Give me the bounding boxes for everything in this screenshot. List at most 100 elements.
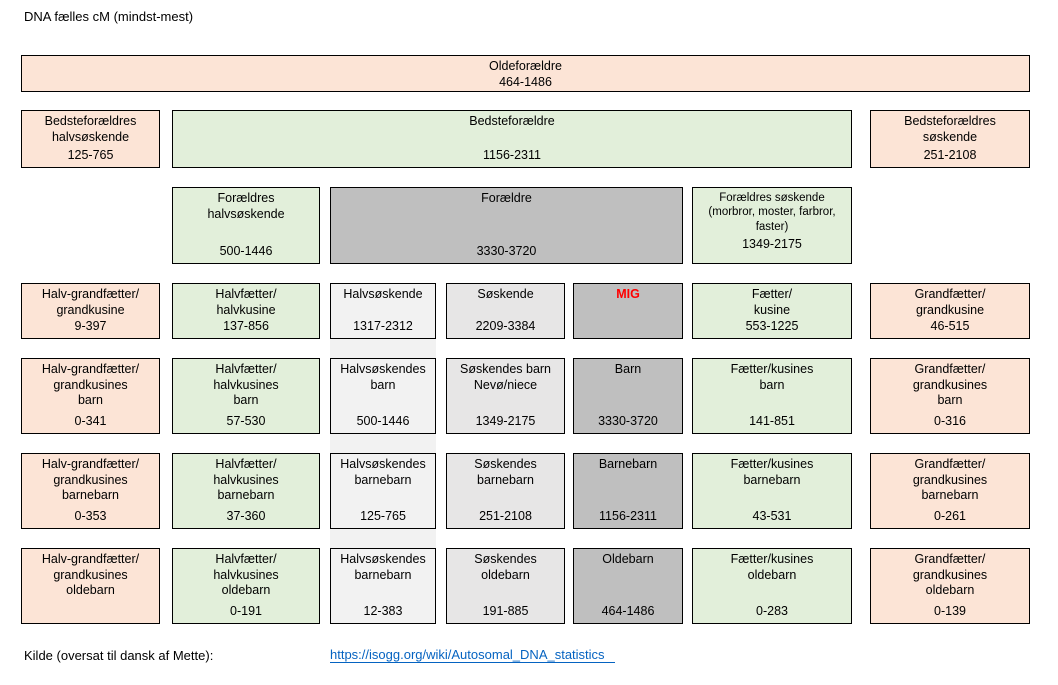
box-label: Grandfætter/ grandkusine	[914, 287, 986, 317]
box-label: Grandfætter/ grandkusines barnebarn	[912, 457, 988, 503]
box-range: 125-765	[67, 148, 114, 163]
box-grandfaetter-grandkusines-barnebarn: Grandfætter/ grandkusines barnebarn 0-26…	[870, 453, 1030, 529]
box-label: Søskende	[477, 287, 534, 301]
box-range: 500-1446	[219, 244, 273, 259]
box-range: 0-139	[934, 604, 966, 619]
box-range: 12-383	[363, 604, 403, 619]
box-foraeldres-halvsoeskende: Forældres halvsøskende 500-1446	[172, 187, 320, 264]
box-label: Bedsteforældres halvsøskende	[44, 114, 137, 144]
box-range: 1156-2311	[483, 148, 541, 163]
box-range: 553-1225	[745, 319, 799, 334]
box-faetter-kusines-oldebarn: Fætter/kusines oldebarn 0-283	[692, 548, 852, 624]
box-soeskendes-barn: Søskendes barn Nevø/niece 1349-2175	[446, 358, 565, 434]
box-label: Halv-grandfætter/ grandkusine	[41, 287, 140, 317]
box-label: Søskendes oldebarn	[474, 552, 537, 582]
box-range: 0-191	[230, 604, 262, 619]
box-soeskendes-barnebarn: Søskendes barnebarn 251-2108	[446, 453, 565, 529]
box-label: MIG	[616, 287, 640, 301]
box-range: 251-2108	[923, 148, 977, 163]
box-halv-grandfaetter-grandkusine: Halv-grandfætter/ grandkusine 9-397	[21, 283, 160, 339]
box-range: 0-316	[934, 414, 966, 429]
box-soeskende: Søskende 2209-3384	[446, 283, 565, 339]
box-label: Halvsøskendes barn	[340, 362, 426, 392]
box-faetter-kusines-barnebarn: Fætter/kusines barnebarn 43-531	[692, 453, 852, 529]
box-label: Oldebarn	[602, 552, 654, 566]
source-link[interactable]: https://isogg.org/wiki/Autosomal_DNA_sta…	[330, 647, 615, 663]
box-range: 125-765	[360, 509, 406, 524]
box-range: 1349-2175	[475, 414, 536, 429]
box-range: 43-531	[752, 509, 792, 524]
page-title: DNA fælles cM (mindst-mest)	[24, 9, 194, 24]
box-grandfaetter-grandkusine: Grandfætter/ grandkusine 46-515	[870, 283, 1030, 339]
box-halvfaetter-halvkusines-oldebarn: Halvfætter/ halvkusines oldebarn 0-191	[172, 548, 320, 624]
box-label: Bedsteforældres søskende	[904, 114, 996, 144]
box-range: 9-397	[74, 319, 107, 334]
box-grandfaetter-grandkusines-oldebarn: Grandfætter/ grandkusines oldebarn 0-139	[870, 548, 1030, 624]
box-label: Halvsøskendes barnebarn	[340, 457, 426, 487]
box-faetter-kusines-barn: Fætter/kusines barn 141-851	[692, 358, 852, 434]
box-halvsoeskende: Halvsøskende 1317-2312	[330, 283, 436, 339]
box-range: 137-856	[223, 319, 269, 334]
source-label: Kilde (oversat til dansk af Mette):	[24, 648, 214, 663]
box-label: Halvfætter/ halvkusine	[215, 287, 277, 317]
box-range: 3330-3720	[598, 414, 658, 429]
box-label: Bedsteforældre	[469, 114, 555, 128]
box-label: Barn	[614, 362, 642, 376]
box-range: 0-341	[74, 414, 107, 429]
box-barn: Barn 3330-3720	[573, 358, 683, 434]
box-label: Grandfætter/ grandkusines oldebarn	[912, 552, 988, 598]
box-halv-grandfaetter-grandkusines-barn: Halv-grandfætter/ grandkusines barn 0-34…	[21, 358, 160, 434]
box-range: 0-353	[74, 509, 107, 524]
box-label: Oldeforældre	[489, 59, 562, 73]
box-label: Barnebarn	[598, 457, 658, 471]
box-label: Halvsøskende	[343, 287, 423, 301]
box-label: Halvsøskendes barnebarn	[340, 552, 426, 582]
box-oldebarn: Oldebarn 464-1486	[573, 548, 683, 624]
box-label: Søskendes barn Nevø/niece	[459, 362, 552, 392]
box-faetter-kusine: Fætter/ kusine 553-1225	[692, 283, 852, 339]
box-halvsoeskendes-barnebarn-row7: Halvsøskendes barnebarn 12-383	[330, 548, 436, 624]
box-range: 2209-3384	[475, 319, 536, 334]
box-bedsteforaeldres-soeskende: Bedsteforældres søskende 251-2108	[870, 110, 1030, 168]
box-oldeforaeldre: Oldeforældre 464-1486	[21, 55, 1030, 92]
box-halv-grandfaetter-grandkusines-barnebarn: Halv-grandfætter/ grandkusines barnebarn…	[21, 453, 160, 529]
box-grandfaetter-grandkusines-barn: Grandfætter/ grandkusines barn 0-316	[870, 358, 1030, 434]
box-bedsteforaeldre: Bedsteforældre 1156-2311	[172, 110, 852, 168]
box-range: 37-360	[226, 509, 266, 524]
box-range: 251-2108	[479, 509, 532, 524]
box-mig: MIG	[573, 283, 683, 339]
box-range: 1156-2311	[599, 509, 657, 524]
box-label: Søskendes barnebarn	[474, 457, 537, 487]
box-range: 3330-3720	[476, 244, 537, 259]
box-label: Halv-grandfætter/ grandkusines barn	[41, 362, 140, 408]
box-label: Halvfætter/ halvkusines barnebarn	[213, 457, 279, 503]
box-label: Fætter/ kusine	[751, 287, 793, 317]
box-label: Forældre	[481, 191, 532, 205]
box-range: 57-530	[226, 414, 266, 429]
box-label: Grandfætter/ grandkusines barn	[912, 362, 988, 408]
box-halv-grandfaetter-grandkusines-oldebarn: Halv-grandfætter/ grandkusines oldebarn	[21, 548, 160, 624]
box-label: Fætter/kusines oldebarn	[730, 552, 814, 582]
box-label: Halv-grandfætter/ grandkusines oldebarn	[41, 552, 140, 598]
box-label: Halv-grandfætter/ grandkusines barnebarn	[41, 457, 140, 503]
box-foraeldres-soeskende: Forældres søskende (morbror, moster, far…	[692, 187, 852, 264]
box-range: 464-1486	[499, 74, 552, 89]
box-range: 500-1446	[356, 414, 410, 429]
box-barnebarn: Barnebarn 1156-2311	[573, 453, 683, 529]
box-range: 464-1486	[601, 604, 655, 619]
box-foraeldre: Forældre 3330-3720	[330, 187, 683, 264]
box-halvsoeskendes-barnebarn: Halvsøskendes barnebarn 125-765	[330, 453, 436, 529]
box-halvfaetter-halvkusines-barn: Halvfætter/ halvkusines barn 57-530	[172, 358, 320, 434]
box-halvfaetter-halvkusines-barnebarn: Halvfætter/ halvkusines barnebarn 37-360	[172, 453, 320, 529]
box-range: 0-261	[934, 509, 966, 524]
box-label: Forældres halvsøskende	[207, 191, 285, 221]
box-label: Forældres søskende (morbror, moster, far…	[708, 192, 836, 233]
box-halvfaetter-halvkusine: Halvfætter/ halvkusine 137-856	[172, 283, 320, 339]
box-halvsoeskendes-barn: Halvsøskendes barn 500-1446	[330, 358, 436, 434]
box-range: 141-851	[749, 414, 795, 429]
box-range: 1317-2312	[353, 319, 413, 334]
box-label: Fætter/kusines barnebarn	[730, 457, 814, 487]
box-label: Halvfætter/ halvkusines barn	[213, 362, 279, 408]
box-bedsteforaeldres-halvsoeskende: Bedsteforældres halvsøskende 125-765	[21, 110, 160, 168]
